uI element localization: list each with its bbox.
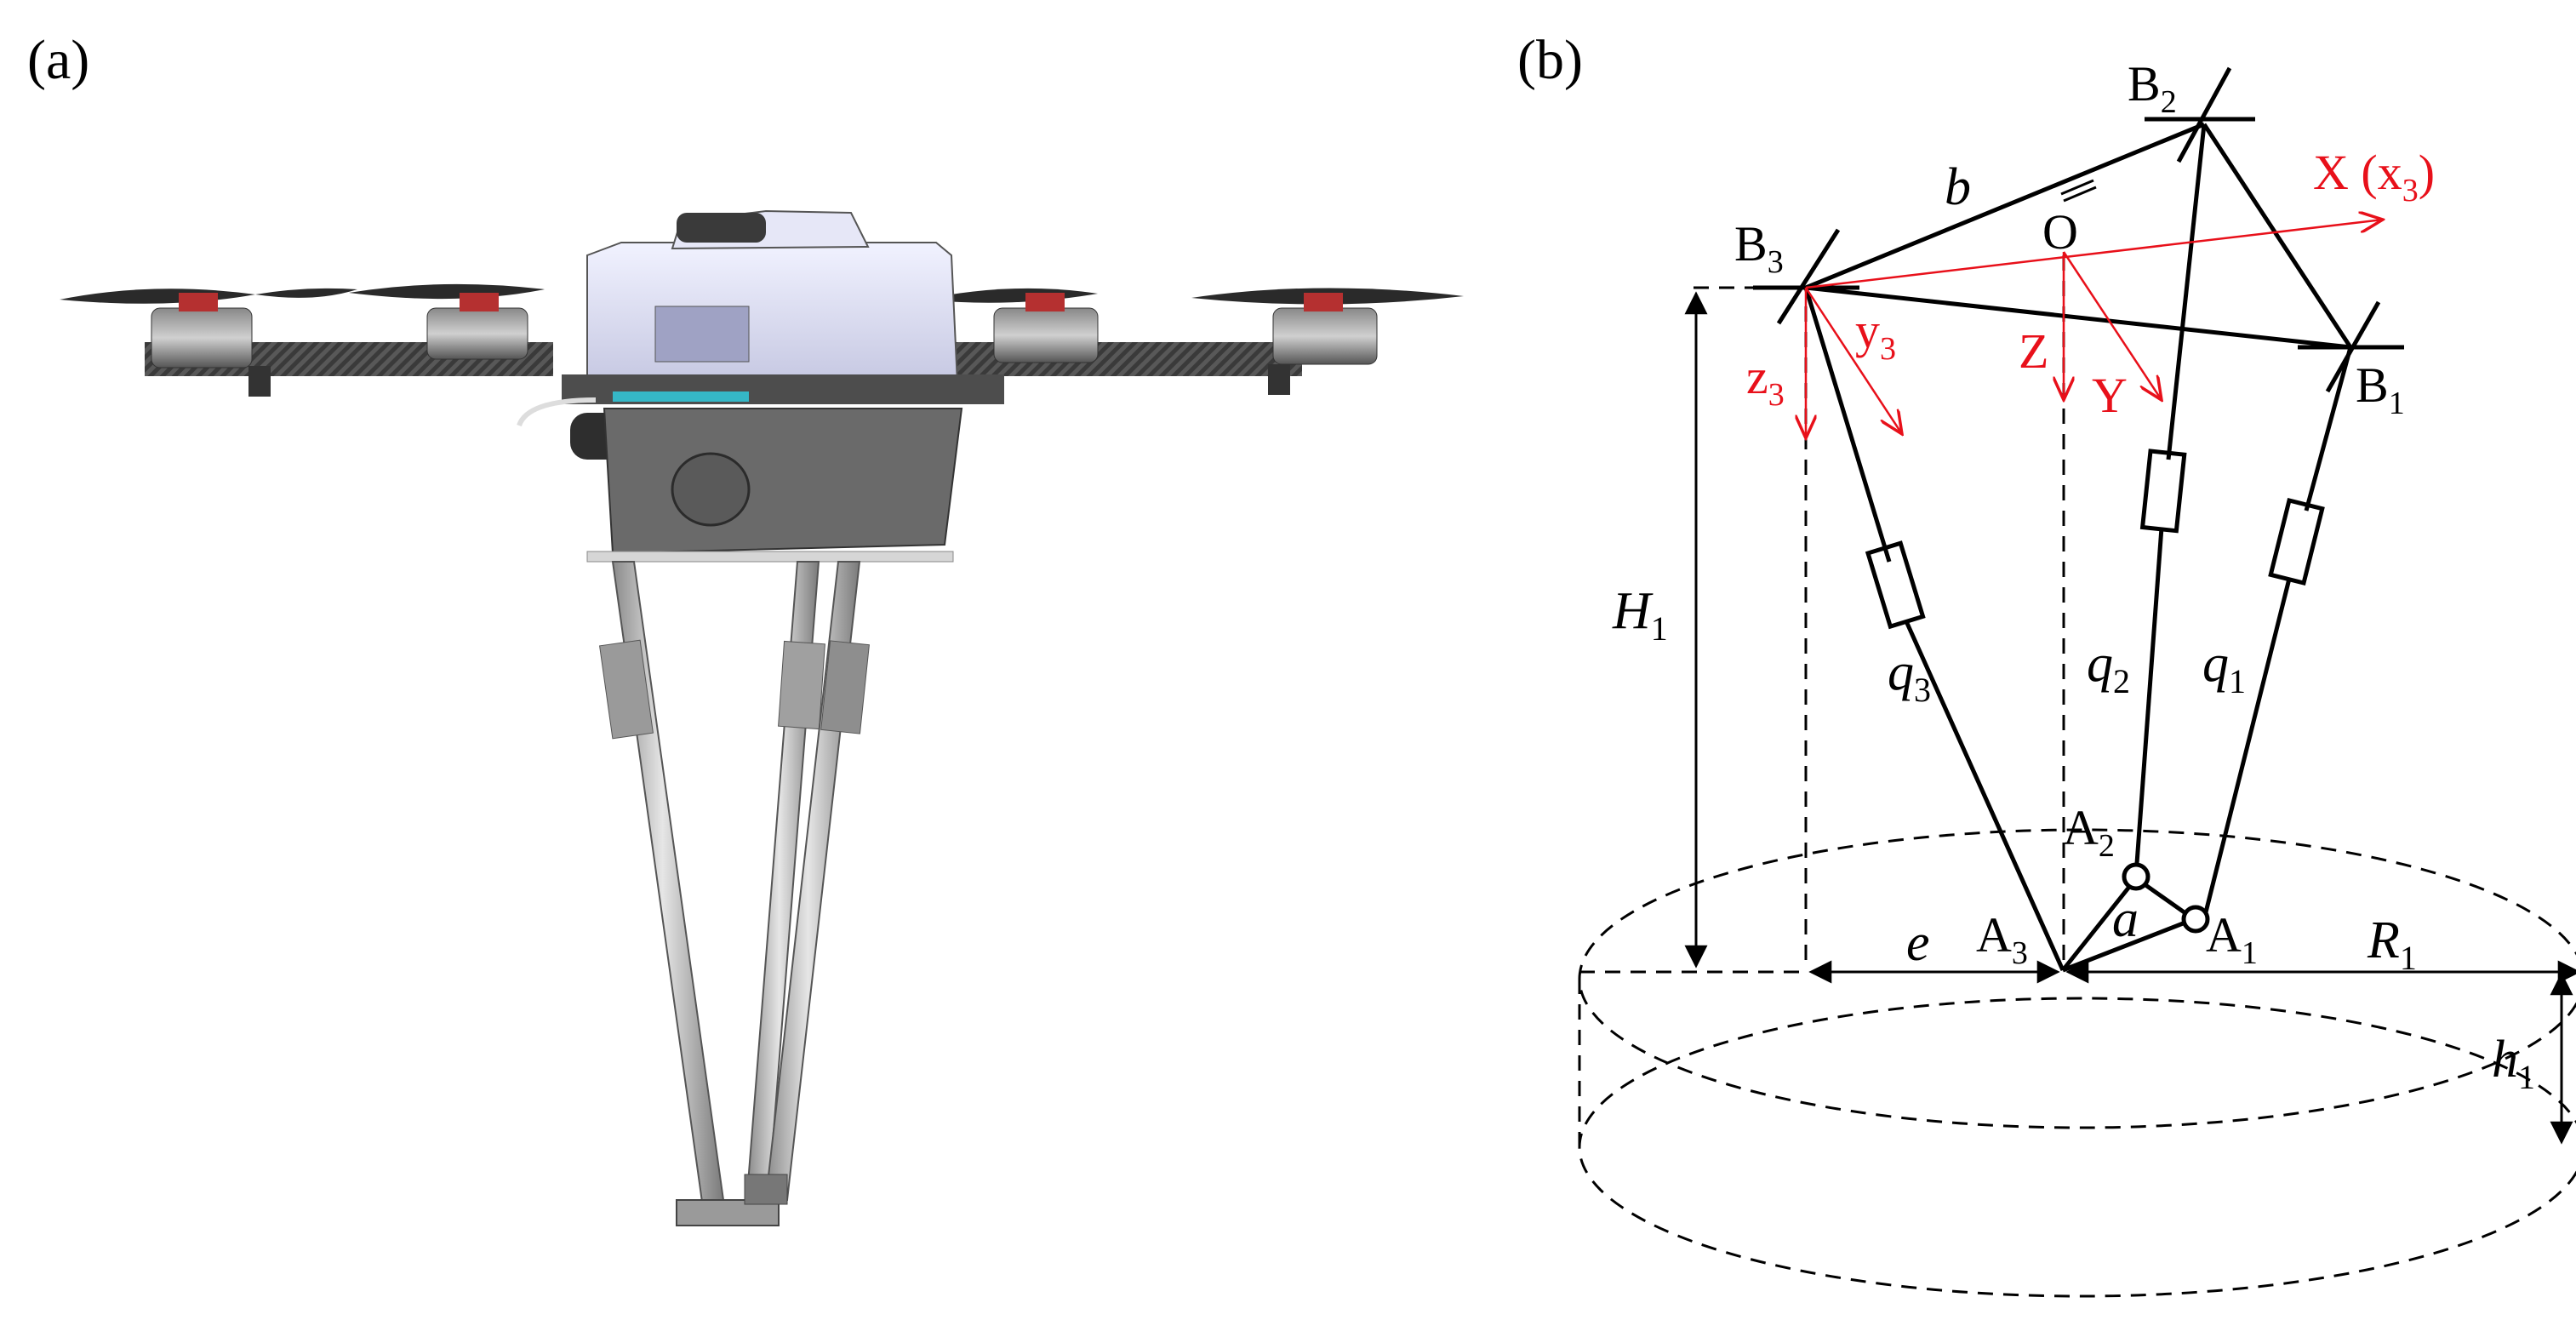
label-y3-axis: y3 — [1855, 303, 1896, 367]
edge-b3-b2 — [1805, 122, 2205, 290]
label-a3: A3 — [1976, 907, 2028, 971]
workspace-cylinder — [1578, 255, 2576, 1298]
label-a1: A1 — [2206, 907, 2258, 971]
label-y-axis: Y — [2092, 368, 2128, 423]
leg-q2-sleeve — [2139, 449, 2187, 534]
upper-platform-triangle — [1753, 66, 2404, 393]
leg-q1-upper — [2304, 346, 2353, 511]
cylinder-top-ellipse — [1578, 828, 2576, 1129]
leg-q1-sleeve — [2268, 497, 2325, 586]
label-a-length: a — [2112, 890, 2139, 948]
panel-label-b: (b) — [1517, 29, 1583, 91]
x-axis-arrow — [1805, 220, 2383, 289]
label-e: e — [1906, 914, 1930, 972]
b2-joint-tick — [2176, 66, 2232, 163]
label-a2: A2 — [2063, 800, 2115, 864]
y-axis-arrow — [2062, 251, 2162, 400]
label-z3-axis: z3 — [1746, 349, 1785, 413]
b3-joint-tick — [1776, 228, 1841, 325]
b-length-tick-2 — [2063, 186, 2097, 203]
drone-illustration — [60, 209, 1464, 1226]
leg-q2-upper — [2166, 123, 2207, 460]
label-q2: q2 — [2087, 635, 2130, 700]
coordinate-axes — [1806, 220, 2383, 438]
y3-axis-arrow — [1804, 287, 1902, 434]
label-q1: q1 — [2202, 635, 2246, 700]
label-r1: R1 — [2367, 911, 2417, 977]
edge-b3-b1 — [1805, 285, 2351, 350]
leg-q3-upper — [1803, 287, 1892, 563]
label-h1-small: h1 — [2492, 1031, 2535, 1096]
joint-a2 — [2122, 862, 2150, 891]
leg-q2-lower — [2133, 527, 2164, 876]
panel-label-a: (a) — [27, 29, 89, 91]
delta-mechanism-diagram: B2 B3 B1 O A2 A3 A1 b a e H1 R1 h1 q3 q2… — [1578, 56, 2576, 1298]
leg-q3-lower — [1904, 620, 2065, 972]
label-z-axis: Z — [2019, 323, 2048, 379]
cylinder-bottom-ellipse — [1578, 997, 2576, 1298]
dimension-arrows — [1684, 291, 2576, 1145]
motor-mounts — [151, 293, 1378, 397]
legs — [1803, 123, 2353, 972]
label-q3: q3 — [1888, 643, 1931, 709]
joint-a1 — [2181, 905, 2210, 934]
label-h1-big: H1 — [1612, 582, 1668, 648]
edge-a3-a2 — [2061, 877, 2138, 972]
label-b-length: b — [1945, 158, 1971, 216]
label-b3: B3 — [1734, 216, 1784, 280]
label-b1: B1 — [2356, 357, 2405, 421]
label-b2: B2 — [2128, 56, 2177, 120]
center-housing — [517, 209, 1004, 563]
b-length-tick-1 — [2060, 179, 2094, 196]
label-o: O — [2042, 204, 2078, 260]
leg-q1-lower — [2202, 578, 2292, 920]
linear-actuator-legs — [599, 561, 870, 1226]
label-x-axis: X (x3) — [2313, 145, 2435, 209]
edge-b2-b1 — [2202, 123, 2353, 349]
leg-q3-sleeve — [1865, 540, 1926, 630]
